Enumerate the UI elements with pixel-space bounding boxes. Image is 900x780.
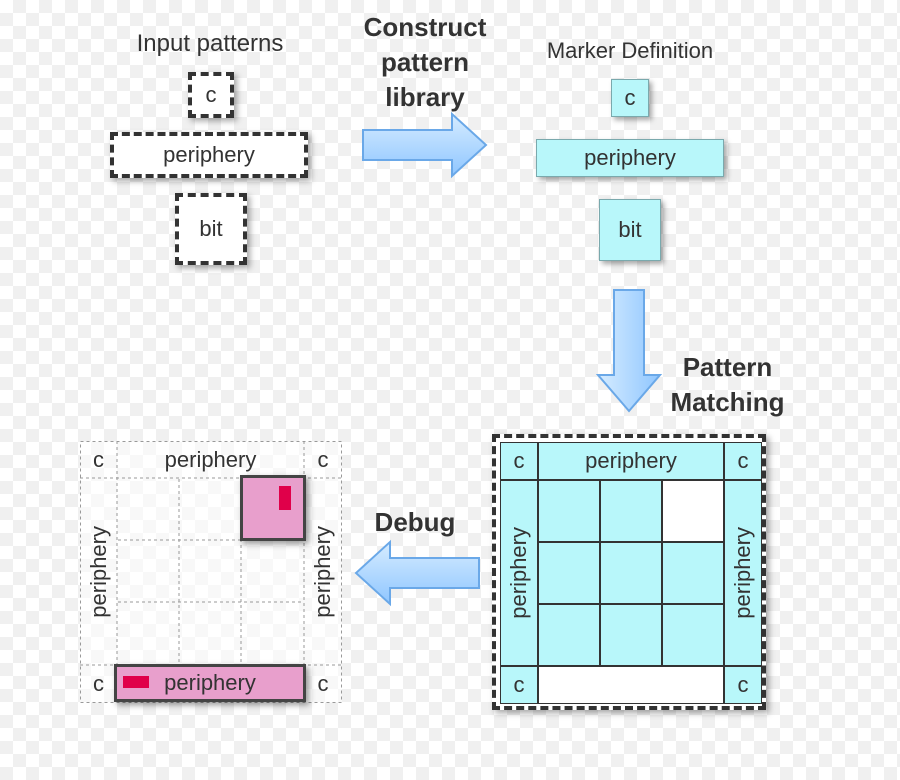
debug-corner-br: c bbox=[304, 665, 342, 703]
debug-missing-bit-marker bbox=[279, 486, 291, 510]
marker-bit: bit bbox=[599, 199, 661, 261]
grid-corner-tr-label: c bbox=[737, 448, 749, 473]
pattern-matching-grid: c c c c periphery periphery periphery bbox=[492, 434, 766, 710]
debug-periphery-top: periphery bbox=[117, 441, 304, 478]
grid-periphery-left-label: periphery bbox=[506, 527, 531, 619]
marker-periphery-label: periphery bbox=[584, 145, 676, 170]
grid-bit-cell bbox=[538, 604, 600, 666]
grid-corner-bl-label: c bbox=[513, 672, 525, 697]
grid-bit-cell bbox=[600, 542, 662, 604]
debug-label: Debug bbox=[374, 507, 456, 537]
marker-definition-title: Marker Definition bbox=[546, 38, 714, 63]
construct-line-1: Construct bbox=[363, 12, 487, 42]
debug-missing-bit-highlight bbox=[240, 475, 306, 541]
debug-periphery-right-label: periphery bbox=[310, 525, 335, 618]
pattern-matching-line-2: Matching bbox=[670, 387, 785, 417]
grid-periphery-right-label: periphery bbox=[730, 527, 755, 619]
debug-periphery-left: periphery bbox=[80, 478, 117, 665]
debug-periphery-right: periphery bbox=[304, 478, 342, 665]
debug-missing-periphery-label: periphery bbox=[164, 670, 256, 695]
grid-corner-tr: c bbox=[724, 442, 762, 480]
grid-corner-tl-label: c bbox=[513, 448, 525, 473]
grid-bit-cell-empty bbox=[662, 480, 724, 542]
down-arrow-icon bbox=[594, 287, 664, 415]
grid-bit-cell bbox=[600, 480, 662, 542]
pattern-matching-line-1: Pattern bbox=[682, 352, 773, 382]
debug-periphery-left-label: periphery bbox=[85, 525, 111, 618]
input-patterns-title: Input patterns bbox=[136, 30, 284, 57]
marker-c: c bbox=[611, 79, 649, 117]
input-pattern-bit: bit bbox=[175, 193, 247, 265]
debug-corner-bl-label: c bbox=[93, 671, 104, 696]
debug-corner-br-label: c bbox=[317, 671, 329, 696]
grid-periphery-right: periphery bbox=[724, 480, 762, 666]
input-pattern-bit-label: bit bbox=[199, 216, 223, 241]
debug-corner-tl-label: c bbox=[93, 446, 104, 472]
marker-periphery: periphery bbox=[536, 139, 724, 177]
grid-bit-cell bbox=[538, 480, 600, 542]
debug-corner-tl: c bbox=[80, 441, 117, 478]
grid-periphery-top-label: periphery bbox=[585, 448, 677, 473]
left-arrow-icon bbox=[352, 538, 484, 608]
grid-corner-br-label: c bbox=[737, 672, 749, 697]
input-pattern-periphery: periphery bbox=[110, 132, 308, 178]
marker-c-label: c bbox=[624, 85, 636, 110]
grid-periphery-top: periphery bbox=[538, 442, 724, 480]
debug-missing-periphery-highlight: periphery bbox=[114, 664, 306, 702]
grid-corner-bl: c bbox=[500, 666, 538, 704]
marker-bit-label: bit bbox=[618, 217, 642, 242]
pattern-matching-label: Pattern Matching bbox=[655, 350, 800, 420]
debug-corner-tr: c bbox=[304, 441, 342, 478]
input-pattern-periphery-label: periphery bbox=[163, 142, 255, 167]
right-arrow-icon bbox=[360, 110, 490, 180]
debug-corner-bl: c bbox=[80, 665, 117, 703]
grid-bit-cell bbox=[662, 542, 724, 604]
grid-bit-cell bbox=[538, 542, 600, 604]
grid-bit-cell bbox=[662, 604, 724, 666]
grid-corner-br: c bbox=[724, 666, 762, 704]
debug-periphery-top-label: periphery bbox=[164, 446, 257, 472]
grid-periphery-left: periphery bbox=[500, 480, 538, 666]
construct-line-3: library bbox=[385, 82, 465, 112]
construct-library-label: Construct pattern library bbox=[345, 10, 505, 115]
debug-grid: c c c c periphery periphery periphery pe… bbox=[80, 441, 342, 703]
debug-missing-periphery-marker bbox=[123, 676, 149, 688]
grid-periphery-bottom-empty bbox=[538, 666, 724, 704]
construct-line-2: pattern bbox=[380, 47, 470, 77]
input-pattern-c: c bbox=[188, 72, 234, 118]
debug-corner-tr-label: c bbox=[317, 446, 329, 472]
grid-corner-tl: c bbox=[500, 442, 538, 480]
input-pattern-c-label: c bbox=[205, 82, 217, 107]
grid-bit-cell bbox=[600, 604, 662, 666]
